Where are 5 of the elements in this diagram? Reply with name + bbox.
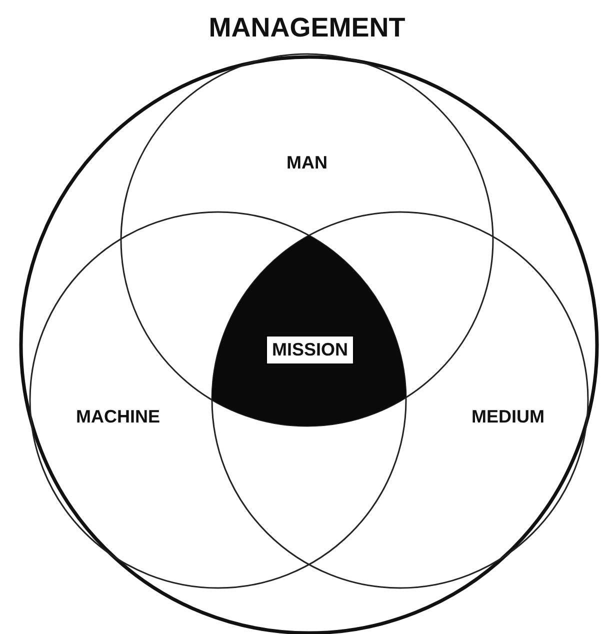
circle-label: MACHINE bbox=[76, 406, 160, 428]
diagram-heading: MANAGEMENT bbox=[208, 12, 406, 44]
circle-label: MAN bbox=[286, 152, 328, 174]
center-label: MISSION bbox=[267, 336, 353, 364]
circle-label: MEDIUM bbox=[472, 406, 544, 428]
